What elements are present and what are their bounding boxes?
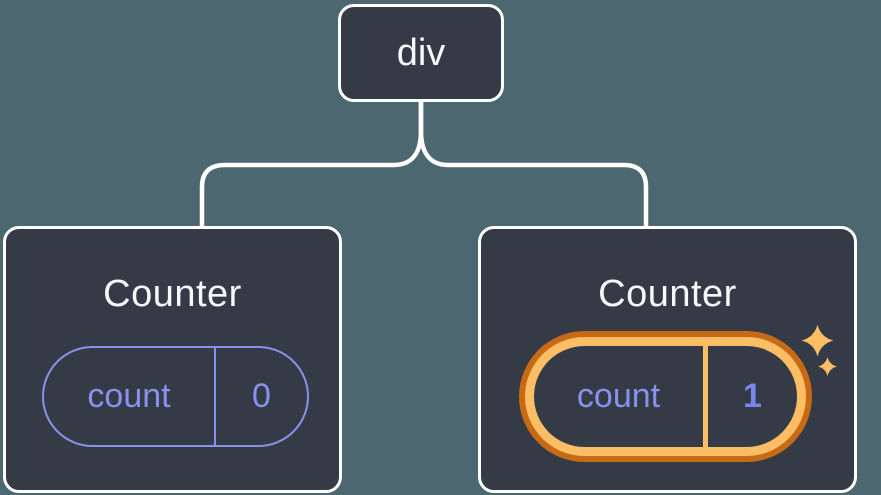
tree-node-div-label: div: [396, 31, 446, 74]
sparkle-small: [818, 357, 837, 376]
counter-right-title: Counter: [598, 273, 737, 315]
state-pill-right-highlighted: count 1: [519, 331, 812, 462]
state-value: 1: [703, 346, 797, 447]
state-pill-left: count 0: [42, 346, 309, 447]
counter-left-title: Counter: [103, 273, 242, 315]
connector-right-branch: [418, 97, 649, 232]
counter-node-right: Counter count 1: [478, 226, 857, 493]
state-pill-highlight-ring: count 1: [525, 337, 806, 456]
state-pill-right: count 1: [534, 346, 797, 447]
state-value: 0: [214, 348, 307, 445]
tree-node-div: div: [338, 4, 504, 102]
connector-left-branch: [199, 97, 424, 232]
sparkle-icon: [801, 324, 837, 376]
sparkle-large: [801, 324, 834, 357]
counter-node-left: Counter count 0: [3, 226, 342, 493]
state-key-label: count: [576, 377, 661, 415]
state-key-label: count: [87, 377, 171, 415]
